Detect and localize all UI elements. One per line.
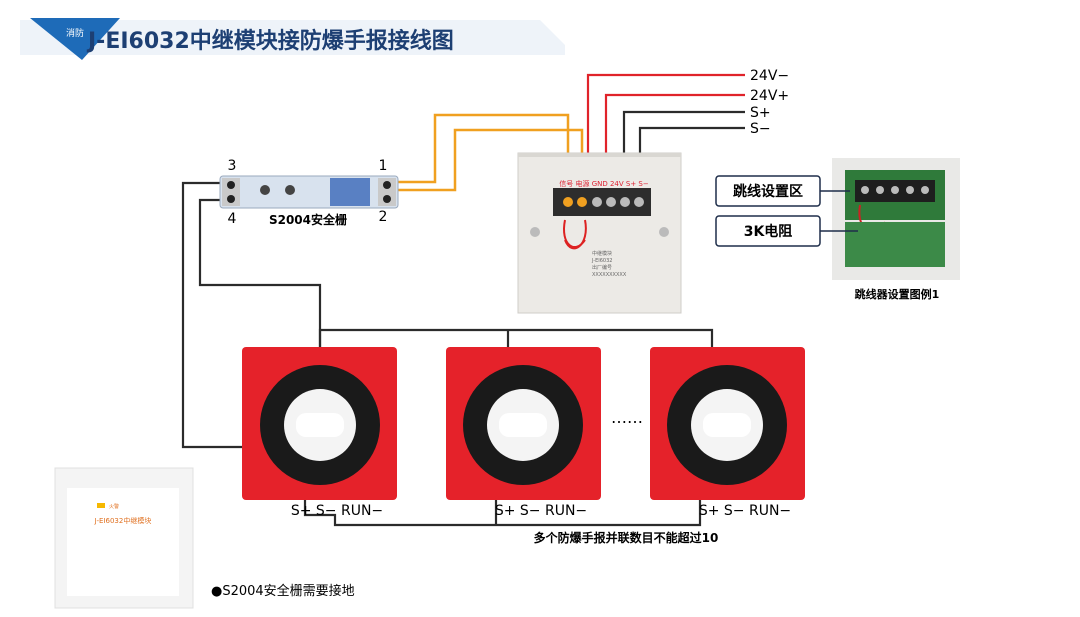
module-label-4: XXXXXXXXXX xyxy=(592,272,627,278)
call-point-1 xyxy=(242,347,397,500)
barrier-name: S2004安全栅 xyxy=(269,212,347,227)
call-point-2-terminals: S+ S− RUN− xyxy=(495,503,587,519)
bus-label-24v-neg: 24V− xyxy=(750,68,789,84)
module-label-2: J-EI6032 xyxy=(591,258,612,264)
call-point-3-terminals: S+ S− RUN− xyxy=(699,503,791,519)
product-brand: J-EI6032中继模块 xyxy=(94,516,152,525)
grounding-note: ●S2004安全栅需要接地 xyxy=(211,583,355,599)
relay-module: 信号 电源 GND 24V S+ S− 中继模块 J-EI6032 出厂编号 X… xyxy=(517,152,682,314)
call-point-1-terminals: S+ S− RUN− xyxy=(291,503,383,519)
barrier-terminal-4: 4 xyxy=(228,211,237,227)
bus-label-s-neg: S− xyxy=(750,121,771,137)
module-screws xyxy=(563,197,644,207)
jumper-callout: 跳线设置区 xyxy=(733,183,803,200)
module-label-3: 出厂编号 xyxy=(592,264,612,271)
jumper-caption: 跳线器设置图例1 xyxy=(855,287,940,301)
resistor-callout: 3K电阻 xyxy=(744,223,793,240)
title-banner: 消防 J-EI6032中继模块接防爆手报接线图 xyxy=(20,18,565,60)
module-terminal-strip: 信号 电源 GND 24V S+ S− xyxy=(559,179,649,188)
page-title: J-EI6032中继模块接防爆手报接线图 xyxy=(86,28,454,54)
barrier-terminal-1: 1 xyxy=(379,158,388,174)
module-label-1: 中继模块 xyxy=(592,250,612,257)
more-ellipsis: …… xyxy=(611,408,643,427)
product-photo: 火警 J-EI6032中继模块 xyxy=(54,467,194,609)
call-point-2 xyxy=(446,347,601,500)
bus-label-24v-pos: 24V+ xyxy=(750,88,789,104)
safety-barrier: 3 4 1 2 S2004安全栅 xyxy=(219,158,399,227)
product-led-label: 火警 xyxy=(109,503,119,510)
parallel-note: 多个防爆手报并联数目不能超过10 xyxy=(534,530,719,545)
barrier-terminal-3: 3 xyxy=(228,158,237,174)
call-point-3 xyxy=(650,347,805,500)
logo-text: 消防 xyxy=(66,27,84,39)
barrier-terminal-2: 2 xyxy=(379,209,388,225)
bus-label-s-pos: S+ xyxy=(750,105,771,121)
jumper-inset: 跳线设置区 3K电阻 跳线器设置图例1 xyxy=(715,158,960,301)
logo-triangle-icon xyxy=(30,18,120,60)
